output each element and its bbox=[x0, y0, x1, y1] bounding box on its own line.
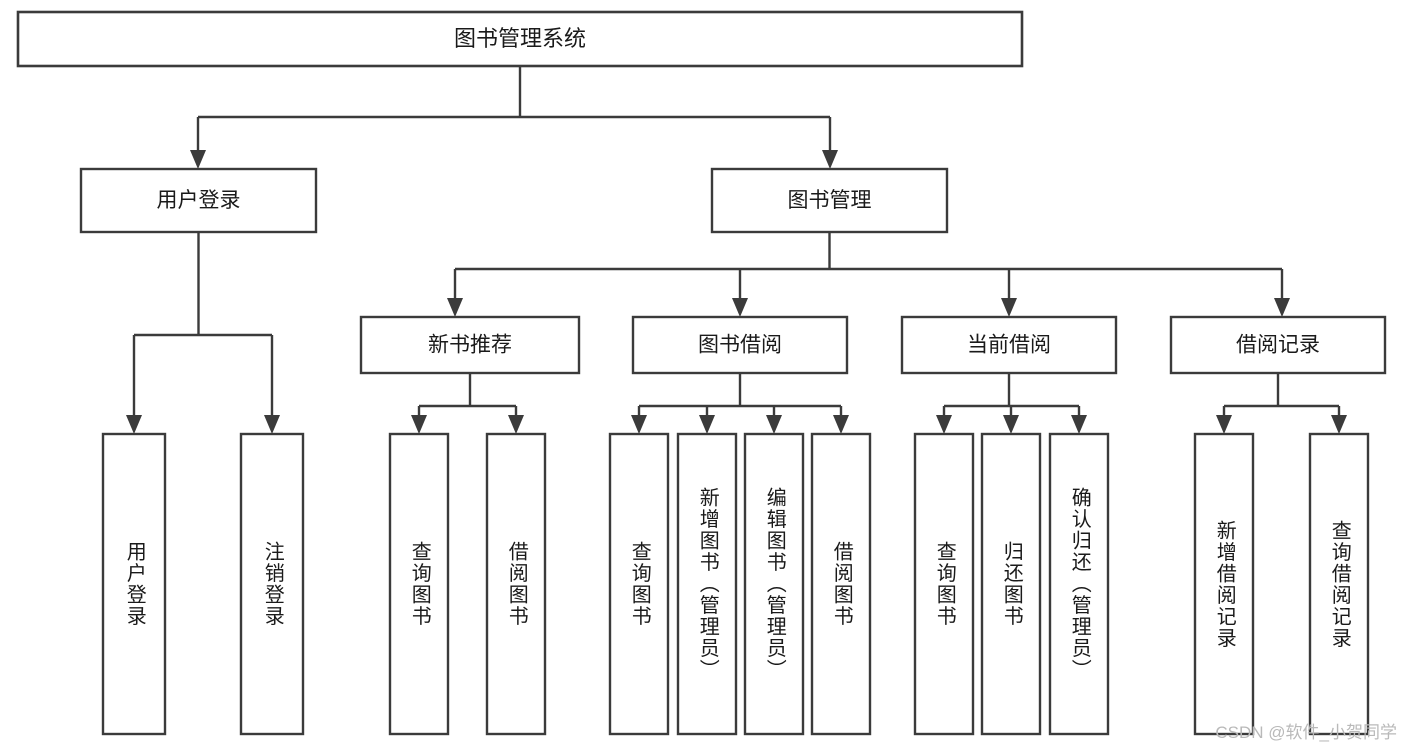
node-label-borrow-records: 借阅记录 bbox=[1236, 334, 1320, 357]
arrow-head-leaf-query-books-current bbox=[936, 415, 952, 434]
arrow-head-leaf-query-books-borrow bbox=[631, 415, 647, 434]
node-box-leaf-borrow-books[interactable] bbox=[810, 432, 872, 736]
connector-layer bbox=[126, 66, 1347, 434]
arrow-head-leaf-borrow-books bbox=[833, 415, 849, 434]
node-box-new-book-recommend[interactable] bbox=[359, 315, 581, 375]
node-box-leaf-edit-book-admin[interactable] bbox=[743, 432, 805, 736]
node-box-layer bbox=[16, 10, 1387, 736]
node-box-borrow-records[interactable] bbox=[1169, 315, 1387, 375]
arrow-head-leaf-return-books bbox=[1003, 415, 1019, 434]
node-label-book-borrow: 图书借阅 bbox=[698, 334, 782, 357]
node-label-user-login: 用户登录 bbox=[157, 189, 241, 212]
arrow-head-leaf-borrow-books-recommend bbox=[508, 415, 524, 434]
node-label-new-book-recommend: 新书推荐 bbox=[428, 334, 512, 357]
arrow-head-leaf-confirm-return-admin bbox=[1071, 415, 1087, 434]
node-box-current-borrow[interactable] bbox=[900, 315, 1118, 375]
node-box-root[interactable] bbox=[16, 10, 1024, 68]
node-label-root: 图书管理系统 bbox=[454, 26, 586, 51]
arrow-head-new-book-recommend bbox=[447, 298, 463, 317]
arrow-head-leaf-user-login bbox=[126, 415, 142, 434]
node-box-leaf-query-books-borrow[interactable] bbox=[608, 432, 670, 736]
node-label-book-management: 图书管理 bbox=[788, 189, 872, 212]
node-box-book-borrow[interactable] bbox=[631, 315, 849, 375]
arrow-head-leaf-edit-book-admin bbox=[766, 415, 782, 434]
arrow-head-leaf-add-book-admin bbox=[699, 415, 715, 434]
arrow-head-user-login bbox=[190, 150, 206, 169]
node-box-user-login[interactable] bbox=[79, 167, 318, 234]
node-label-current-borrow: 当前借阅 bbox=[967, 334, 1051, 357]
node-box-leaf-add-borrow-record[interactable] bbox=[1193, 432, 1255, 736]
arrow-head-book-borrow bbox=[732, 298, 748, 317]
node-box-leaf-add-book-admin[interactable] bbox=[676, 432, 738, 736]
arrow-head-leaf-add-borrow-record bbox=[1216, 415, 1232, 434]
arrow-head-leaf-query-books-recommend bbox=[411, 415, 427, 434]
arrow-head-leaf-query-borrow-record bbox=[1331, 415, 1347, 434]
node-box-leaf-query-borrow-record[interactable] bbox=[1308, 432, 1370, 736]
node-box-leaf-logout[interactable] bbox=[239, 432, 305, 736]
arrow-head-borrow-records bbox=[1274, 298, 1290, 317]
node-box-leaf-confirm-return-admin[interactable] bbox=[1048, 432, 1110, 736]
node-box-leaf-query-books-current[interactable] bbox=[913, 432, 975, 736]
node-box-leaf-return-books[interactable] bbox=[980, 432, 1042, 736]
node-box-book-management[interactable] bbox=[710, 167, 949, 234]
node-box-leaf-borrow-books-recommend[interactable] bbox=[485, 432, 547, 736]
arrow-head-leaf-logout bbox=[264, 415, 280, 434]
arrow-head-book-management bbox=[822, 150, 838, 169]
arrow-head-current-borrow bbox=[1001, 298, 1017, 317]
node-box-leaf-user-login[interactable] bbox=[101, 432, 167, 736]
node-box-leaf-query-books-recommend[interactable] bbox=[388, 432, 450, 736]
